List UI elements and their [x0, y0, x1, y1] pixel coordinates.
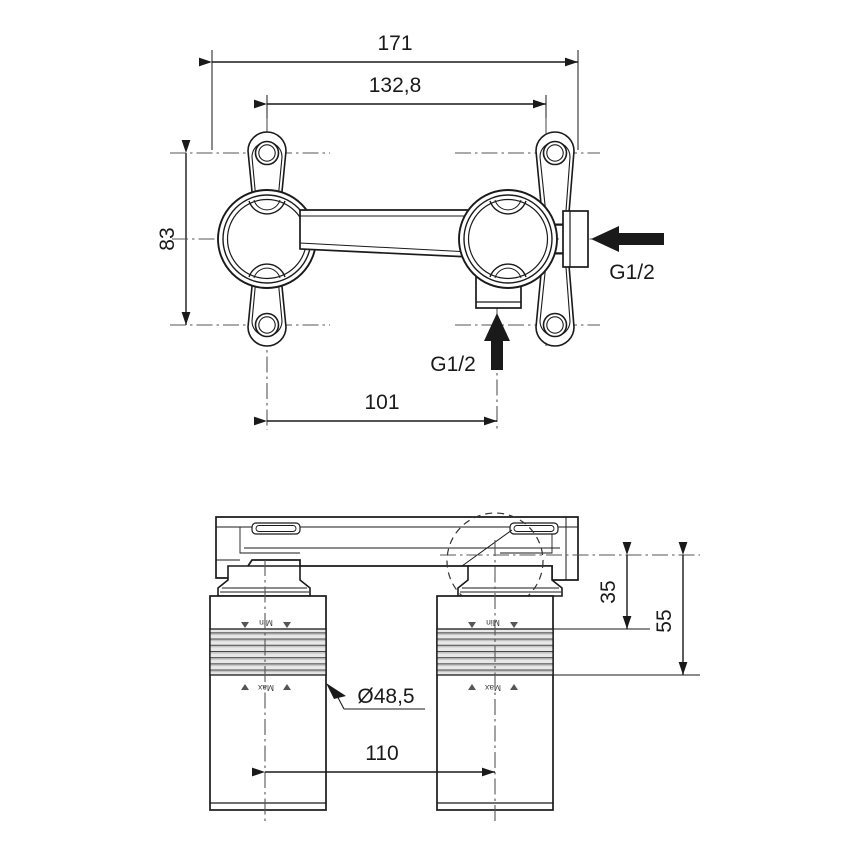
left-max-triangle-a: [241, 684, 249, 690]
dimension-depth-upper-label: 35: [597, 580, 620, 603]
connecting-body: [299, 209, 471, 258]
left-slot-detail-inner: [255, 525, 297, 532]
left-max-triangle-b: [283, 684, 291, 690]
right-upper-screw-hole-inner: [546, 144, 564, 162]
callout-cartridge-diameter-label: Ø48,5: [357, 685, 414, 708]
left-max-label: Max: [257, 683, 274, 693]
left-valve-bottom-boss-inner: [253, 267, 281, 279]
dimension-overall-width-label: 171: [377, 32, 412, 55]
bottom-inlet-arrow-head: [484, 313, 510, 341]
front-view-center-lines: [264, 540, 700, 825]
dimension-hole-spacing: 132,8: [254, 74, 546, 109]
right-min-triangle-a: [468, 622, 476, 628]
left-min-marking: Min: [241, 618, 291, 628]
right-max-marking: Max: [468, 683, 518, 693]
right-valve-assembly: [458, 131, 589, 347]
dimension-flange-hole-spacing-label: 83: [156, 227, 179, 250]
right-neck-collar: [457, 565, 563, 597]
right-inlet-port: [562, 210, 589, 268]
left-cartridge: Min Max: [209, 595, 327, 811]
dimension-depth-lower-label: 55: [653, 609, 676, 632]
front-view-extension-lines: [553, 628, 700, 676]
left-min-triangle-b: [283, 622, 291, 628]
left-valve-bottom-boss: [248, 263, 286, 278]
callout-inlet-bottom-label: G1/2: [430, 353, 476, 376]
right-valve-bottom-boss: [489, 263, 527, 278]
dimension-depth-upper: 35: [597, 542, 632, 629]
left-valve-assembly: [217, 131, 317, 347]
left-valve-top-boss-inner: [253, 199, 281, 211]
dimension-hole-spacing-label: 132,8: [369, 74, 422, 97]
right-valve-top-boss-inner: [494, 199, 522, 211]
left-valve-top-boss: [248, 200, 286, 215]
left-max-marking: Max: [241, 683, 291, 693]
front-view-group: Min Max Min Max: [209, 512, 700, 825]
left-cartridge-knurl-band: [209, 628, 327, 676]
dimension-cartridge-spacing: 110: [252, 742, 495, 777]
body-left-pocket: [239, 527, 300, 554]
right-inlet-arrow-head: [591, 226, 619, 252]
diameter-leader-arrow: [326, 683, 346, 699]
right-junction-edge: [461, 529, 513, 567]
connecting-bar-edge-bottom: [299, 242, 471, 253]
bottom-inlet-arrow-shaft: [491, 341, 503, 370]
left-upper-screw-hole-inner: [258, 144, 276, 162]
dimension-cartridge-spacing-label: 110: [365, 742, 398, 765]
dimension-inlet-offset: 101: [254, 391, 497, 426]
right-min-triangle-b: [510, 622, 518, 628]
right-min-marking: Min: [468, 618, 518, 628]
right-max-label: Max: [484, 683, 501, 693]
dimension-depth-lower: 55: [653, 542, 688, 675]
dimension-overall-width: 171: [199, 32, 578, 67]
right-min-label: Min: [486, 618, 500, 628]
callout-cartridge-diameter: Ø48,5: [326, 683, 425, 710]
left-lower-screw-hole-inner: [258, 316, 276, 334]
right-lower-screw-hole-inner: [546, 316, 564, 334]
connecting-bar: [299, 209, 471, 258]
left-valve-inner-ring: [226, 198, 308, 280]
callout-inlet-bottom: G1/2: [430, 313, 510, 376]
left-collar-outline: [217, 565, 311, 597]
left-min-triangle-a: [241, 622, 249, 628]
callout-inlet-right: G1/2: [591, 226, 664, 284]
body-right-pocket: [500, 527, 553, 554]
right-max-triangle-b: [510, 684, 518, 690]
right-slot-detail-inner: [513, 525, 555, 532]
top-view-group: 171 132,8 83: [156, 32, 664, 430]
right-max-triangle-a: [468, 684, 476, 690]
callout-inlet-right-label: G1/2: [609, 261, 655, 284]
right-valve-bottom-boss-inner: [494, 267, 522, 279]
right-inlet-arrow-shaft: [619, 233, 664, 245]
left-neck-collar: [217, 565, 311, 597]
dimension-inlet-offset-label: 101: [364, 391, 399, 414]
right-collar-outline: [457, 565, 563, 597]
left-min-label: Min: [259, 618, 273, 628]
right-valve-inner-ring: [467, 198, 549, 280]
right-valve-top-boss: [489, 200, 527, 215]
